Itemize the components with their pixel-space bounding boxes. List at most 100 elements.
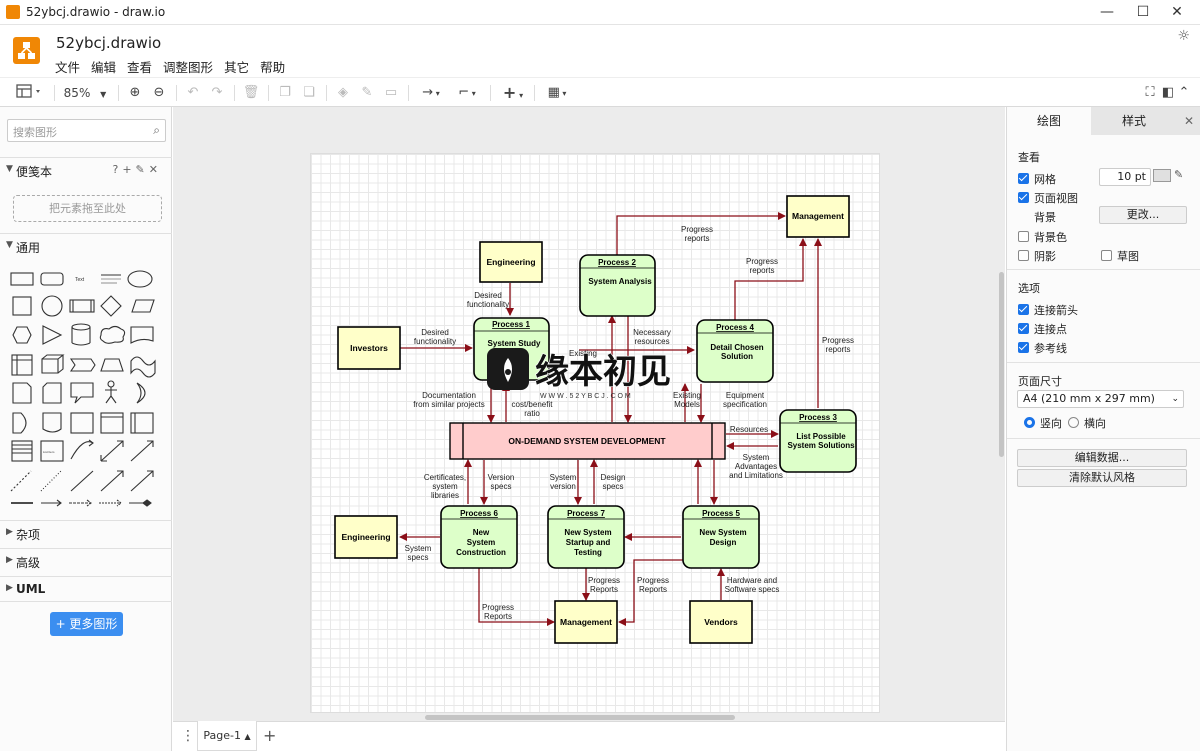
- central-process[interactable]: ON-DEMAND SYSTEM DEVELOPMENT: [449, 422, 726, 460]
- waypoints-icon[interactable]: ⌐ ▾: [458, 85, 476, 100]
- view-panels-icon[interactable]: [14, 83, 46, 103]
- process-3[interactable]: Process 3 List Possible System Solutions: [779, 409, 857, 473]
- process-7[interactable]: Process 7 New System Startup and Testing: [547, 505, 625, 569]
- process-body: Design: [710, 538, 737, 547]
- menu-arrange[interactable]: 调整图形: [163, 60, 214, 75]
- connection-style-icon[interactable]: → ▾: [422, 85, 440, 100]
- search-icon[interactable]: ⌕: [153, 123, 160, 137]
- more-shapes-button[interactable]: + 更多图形: [50, 612, 123, 636]
- zoom-out-icon[interactable]: ⊖: [153, 85, 165, 100]
- scratchpad-label: 便笺本: [16, 165, 53, 179]
- edit-data-button[interactable]: 编辑数据...: [1017, 449, 1187, 467]
- tab-style[interactable]: 样式: [1091, 107, 1177, 135]
- section-uml[interactable]: ▶ UML: [0, 576, 172, 602]
- fill-color-icon[interactable]: ◈: [338, 85, 348, 100]
- line-color-icon[interactable]: ✎: [361, 85, 373, 100]
- label-progress-reports: Reports: [484, 612, 512, 621]
- general-shapes-grid[interactable]: Text List Item: [9, 269, 161, 514]
- portrait-radio[interactable]: 竖向: [1024, 415, 1062, 431]
- section-misc[interactable]: ▶ 杂项: [0, 520, 172, 546]
- section-advanced[interactable]: ▶ 高级: [0, 548, 172, 574]
- format-panel-icon[interactable]: ◧: [1161, 85, 1175, 100]
- section-general[interactable]: ▼ 通用: [0, 233, 172, 259]
- paper-size-select[interactable]: A4 (210 mm x 297 mm)⌄: [1017, 390, 1184, 408]
- change-background-button[interactable]: 更改...: [1099, 206, 1187, 224]
- close-button[interactable]: ✕: [1171, 4, 1183, 20]
- shape-search-input[interactable]: 搜索图形 ⌕: [7, 119, 166, 142]
- entity-label: Management: [792, 211, 844, 221]
- entity-management-top[interactable]: Management: [786, 195, 850, 238]
- file-name[interactable]: 52ybcj.drawio: [56, 34, 162, 52]
- entity-investors[interactable]: Investors: [337, 326, 401, 370]
- menu-view[interactable]: 查看: [127, 60, 153, 75]
- app-logo-icon: [13, 37, 40, 64]
- page-tab[interactable]: Page-1 ▲: [197, 721, 257, 751]
- to-front-icon[interactable]: ❐: [279, 85, 291, 100]
- add-page-icon[interactable]: +: [263, 726, 277, 745]
- section-paper-size-label: 页面尺寸: [1018, 375, 1062, 388]
- diagram-svg[interactable]: Progress reports Progress reports Progre…: [173, 107, 1005, 721]
- minimize-button[interactable]: —: [1100, 4, 1114, 20]
- sketch-checkbox[interactable]: 草图: [1101, 248, 1139, 264]
- zoom-in-icon[interactable]: ⊕: [129, 85, 141, 100]
- format-panel: 绘图 样式 ✕ 查看 网格 10 pt ✎ 页面视图 背景 更改... 背景色 …: [1006, 107, 1200, 751]
- process-5[interactable]: Process 5 New System Design: [682, 505, 760, 569]
- edge-p6-management[interactable]: [478, 568, 555, 626]
- table-icon[interactable]: ▦ ▾: [547, 85, 567, 100]
- page-menu-icon[interactable]: ⋮: [181, 728, 195, 744]
- horizontal-scrollbar[interactable]: [425, 715, 735, 720]
- edge-p5-management[interactable]: [618, 559, 683, 626]
- entity-vendors[interactable]: Vendors: [689, 600, 753, 644]
- canvas-area[interactable]: Progress reports Progress reports Progre…: [173, 107, 1005, 721]
- vertical-scrollbar[interactable]: [999, 272, 1004, 457]
- scratchpad-dropzone[interactable]: 把元素拖至此处: [13, 195, 162, 222]
- edit-color-icon[interactable]: ✎: [1174, 168, 1184, 181]
- insert-plus-icon[interactable]: + ▾: [502, 83, 524, 102]
- bg-color-checkbox[interactable]: 背景色: [1018, 229, 1067, 245]
- process-title: Process 4: [716, 323, 754, 332]
- menu-help[interactable]: 帮助: [260, 60, 286, 75]
- to-back-icon[interactable]: ❏: [303, 85, 315, 100]
- maximize-button[interactable]: ☐: [1136, 4, 1150, 20]
- collapse-icon[interactable]: ⌃: [1178, 85, 1190, 100]
- label-existing: Existing: [569, 349, 597, 358]
- process-title: Process 6: [460, 509, 498, 518]
- toolbar-separator: [176, 85, 177, 101]
- svg-text:List Item: List Item: [43, 450, 55, 454]
- scratchpad-tools[interactable]: ?+✎✕: [112, 163, 162, 176]
- process-2[interactable]: Process 2 System Analysis: [579, 254, 656, 317]
- entity-management-bottom[interactable]: Management: [554, 600, 618, 644]
- menu-file[interactable]: 文件: [55, 60, 81, 75]
- edge-p4-management[interactable]: [734, 238, 807, 320]
- undo-icon[interactable]: ↶: [187, 85, 199, 100]
- menu-extras[interactable]: 其它: [224, 60, 250, 75]
- central-label: ON-DEMAND SYSTEM DEVELOPMENT: [508, 436, 666, 446]
- label-cost-benefit: cost/benefit: [512, 400, 554, 409]
- close-panel-icon[interactable]: ✕: [1177, 107, 1200, 135]
- process-4[interactable]: Process 4 Detail Chosen Solution: [696, 319, 774, 383]
- connection-points-checkbox[interactable]: 连接点: [1018, 321, 1067, 337]
- theme-sun-icon[interactable]: ☼: [1177, 28, 1190, 44]
- portrait-label: 竖向: [1040, 417, 1062, 430]
- page-view-checkbox[interactable]: 页面视图: [1018, 190, 1078, 206]
- fullscreen-icon[interactable]: ⛶: [1145, 85, 1155, 100]
- entity-engineering-left[interactable]: Engineering: [334, 515, 398, 559]
- shadow-icon[interactable]: ▭: [384, 85, 398, 100]
- grid-size-input[interactable]: 10 pt: [1099, 168, 1151, 186]
- guides-checkbox[interactable]: 参考线: [1018, 340, 1067, 356]
- tab-diagram[interactable]: 绘图: [1007, 107, 1091, 135]
- entity-engineering-top[interactable]: Engineering: [479, 241, 543, 283]
- section-scratchpad[interactable]: ▼ 便笺本 ?+✎✕: [0, 157, 172, 183]
- connection-arrows-checkbox[interactable]: 连接箭头: [1018, 302, 1078, 318]
- grid-color-swatch[interactable]: [1153, 169, 1171, 182]
- delete-icon[interactable]: 🗑: [242, 85, 260, 100]
- menu-edit[interactable]: 编辑: [91, 60, 117, 75]
- edge-p2-management[interactable]: [616, 212, 786, 255]
- process-6[interactable]: Process 6 New System Construction: [440, 505, 518, 569]
- landscape-radio[interactable]: 横向: [1068, 415, 1106, 431]
- zoom-dropdown[interactable]: 85% ▼: [63, 86, 107, 100]
- clear-default-style-button[interactable]: 清除默认风格: [1017, 469, 1187, 487]
- redo-icon[interactable]: ↷: [211, 85, 223, 100]
- shadow-checkbox[interactable]: 阴影: [1018, 248, 1056, 264]
- grid-checkbox[interactable]: 网格: [1018, 171, 1056, 187]
